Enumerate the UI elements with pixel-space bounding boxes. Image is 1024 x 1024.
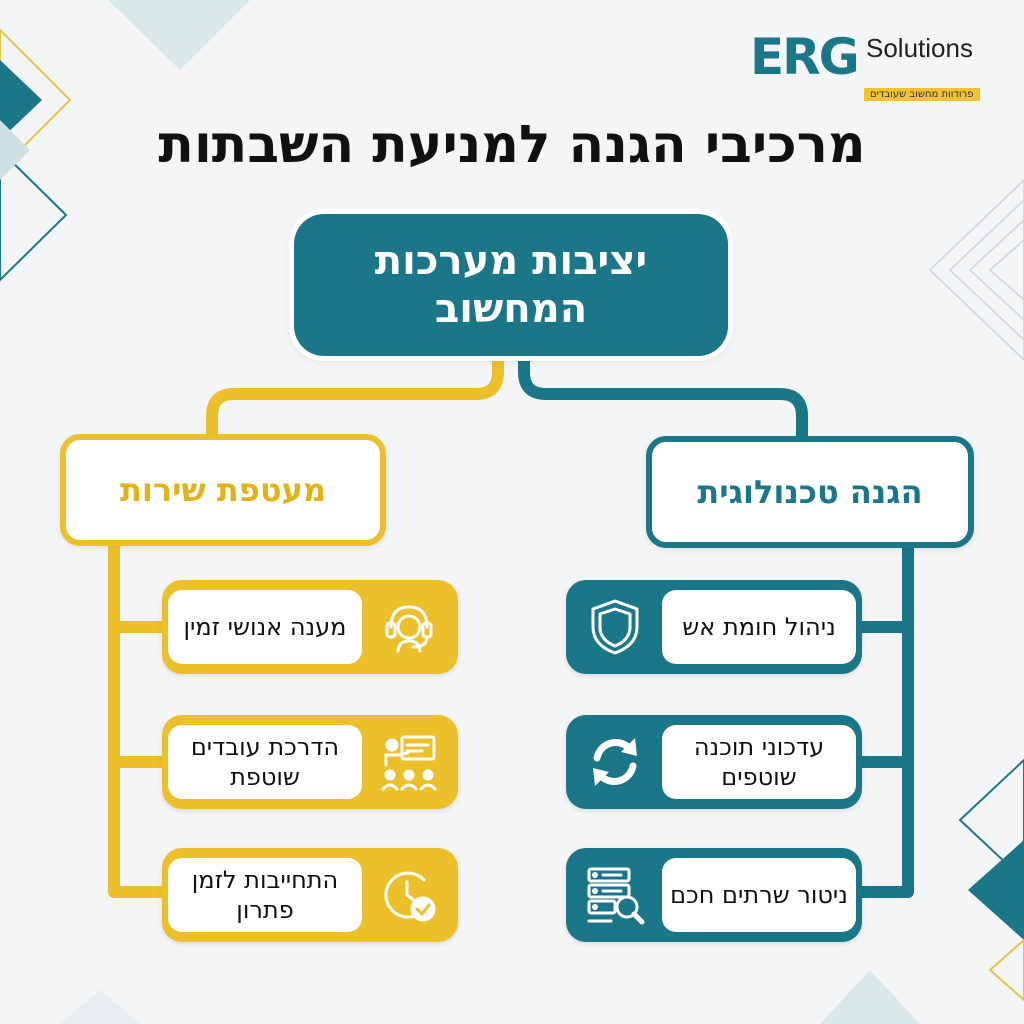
category-technology-label: הגנה טכנולוגית xyxy=(697,473,923,511)
root-node-label: יציבות מערכות המחשוב xyxy=(374,238,648,332)
category-node-technology: הגנה טכנולוגית xyxy=(646,436,974,548)
technology-item-label: עדכוני תוכנה שוטפים xyxy=(693,733,825,791)
service-item-label: מענה אנושי זמין xyxy=(183,613,347,641)
technology-item-label: ניהול חומת אש xyxy=(682,613,836,641)
category-service-label: מעטפת שירות xyxy=(119,471,327,509)
service-item-employee-training: הדרכת עובדים שוטפת xyxy=(162,715,458,809)
technology-item-firewall: ניהול חומת אש xyxy=(566,580,862,674)
logo-tagline: פרודוות מחשוב שעובדים xyxy=(864,88,980,101)
clock-check-icon xyxy=(360,848,458,942)
service-item-label: הדרכת עובדים שוטפת xyxy=(190,733,340,791)
headset-agent-icon xyxy=(360,580,458,674)
logo-suffix-text: Solutions xyxy=(866,33,973,63)
service-item-human-support: מענה אנושי זמין xyxy=(162,580,458,674)
logo-brand-text: ERG xyxy=(750,28,860,86)
server-search-icon xyxy=(566,848,664,942)
erg-solutions-logo: ERG Solutions פרודוות מחשוב שעובדים xyxy=(750,28,990,101)
root-node-system-stability: יציבות מערכות המחשוב xyxy=(294,214,728,356)
technology-item-server-monitoring: ניטור שרתים חכם xyxy=(566,848,862,942)
service-item-label: התחייבות לזמן פתרון xyxy=(191,866,339,924)
category-node-service: מעטפת שירות xyxy=(60,434,386,546)
presentation-training-icon xyxy=(360,715,458,809)
technology-item-label: ניטור שרתים חכם xyxy=(670,881,848,909)
shield-icon xyxy=(566,580,664,674)
page-title: מרכיבי הגנה למניעת השבתות xyxy=(158,115,866,175)
refresh-arrows-icon xyxy=(566,715,664,809)
service-item-resolution-time: התחייבות לזמן פתרון xyxy=(162,848,458,942)
technology-item-software-updates: עדכוני תוכנה שוטפים xyxy=(566,715,862,809)
